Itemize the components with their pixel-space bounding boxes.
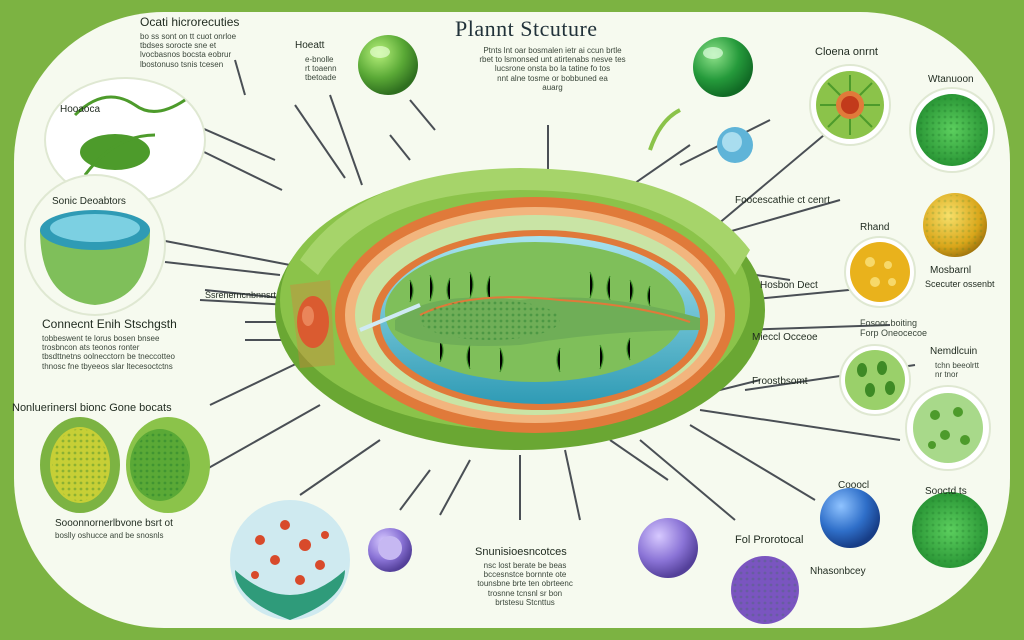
top-left-text: bo ss sont on tt cuot onrloe tbdses soro…: [140, 32, 237, 69]
bottom-center-heading: Snunisioesncotces: [475, 546, 567, 558]
hoeat-text: e-bnolle rt toaenn tbetoade: [305, 55, 337, 83]
sonic-label: Sonic Deoabtors: [52, 196, 126, 207]
fosor-label: Fosoor boiting Forp Oneocecoe: [860, 318, 928, 339]
cooocl-label: Cooocl: [838, 480, 870, 491]
nhasonbcey-label: Nhasonbcey: [810, 566, 866, 577]
light-green-organelle: [913, 393, 983, 463]
mosbarnl-label: Mosbarnl: [930, 265, 972, 276]
top-green-orb-right: [693, 37, 753, 97]
froostbsomt-label: Froostbsomt: [752, 376, 808, 387]
nemdlcuin-label: Nemdlcuin: [930, 346, 978, 357]
large-purple-orb: [638, 518, 698, 578]
blue-orb: [820, 488, 880, 548]
top-left-heading: Ocati hicrorecuties: [140, 15, 240, 29]
sooctd-label: Sooctd ts: [925, 486, 967, 497]
plant-cell: [275, 168, 765, 450]
focescathie-label: Foocescathie ct cenrt: [735, 195, 831, 206]
sonic-vacuole-cup: [40, 230, 150, 305]
green-spotted-organelle: [845, 350, 905, 410]
connect-heading: Connecnt Enih Stschgsth: [42, 317, 177, 331]
top-green-orb-left: [358, 35, 418, 95]
page-title: Plannt Stcuture: [455, 16, 598, 41]
mieccl-label: Mieccl Occeoe: [752, 332, 818, 343]
rhand-label: Rhand: [860, 222, 890, 233]
hosbon-label: Hosbon Dect: [760, 280, 818, 291]
golden-organelle: [850, 242, 910, 302]
hooaoca-label: Hooaoca: [60, 104, 101, 115]
intro-text: Ptnts lnt oar bosmalen ietr ai ccun brtl…: [479, 46, 626, 92]
fol-label: Fol Prorotocal: [735, 534, 804, 546]
nutrient-heading: Nonluerinersl bionc Gone bocats: [12, 402, 172, 414]
sceuter-label: Scecuter ossenbt: [925, 279, 995, 289]
hoeat-label: Hoeatt: [295, 40, 325, 51]
wtanuoon-label: Wtanuoon: [928, 74, 974, 85]
nemdlcuin-text: tchn beeolrtt nr tnor: [935, 361, 980, 380]
seed-text: boslly oshucce and be snosnls: [55, 531, 164, 540]
seed-heading: Sooonnornerlbvone bsrt ot: [55, 518, 173, 529]
connect-text: tobbeswent te lorus bosen bnsee trosbnco…: [42, 334, 175, 371]
bottom-center-text: nsc lost berate be beas bccesnstce bornn…: [477, 561, 573, 607]
cloena-label: Cloena onrnt: [815, 46, 878, 58]
center-left-label: Ssrenerncnbnnsrt: [205, 290, 277, 300]
